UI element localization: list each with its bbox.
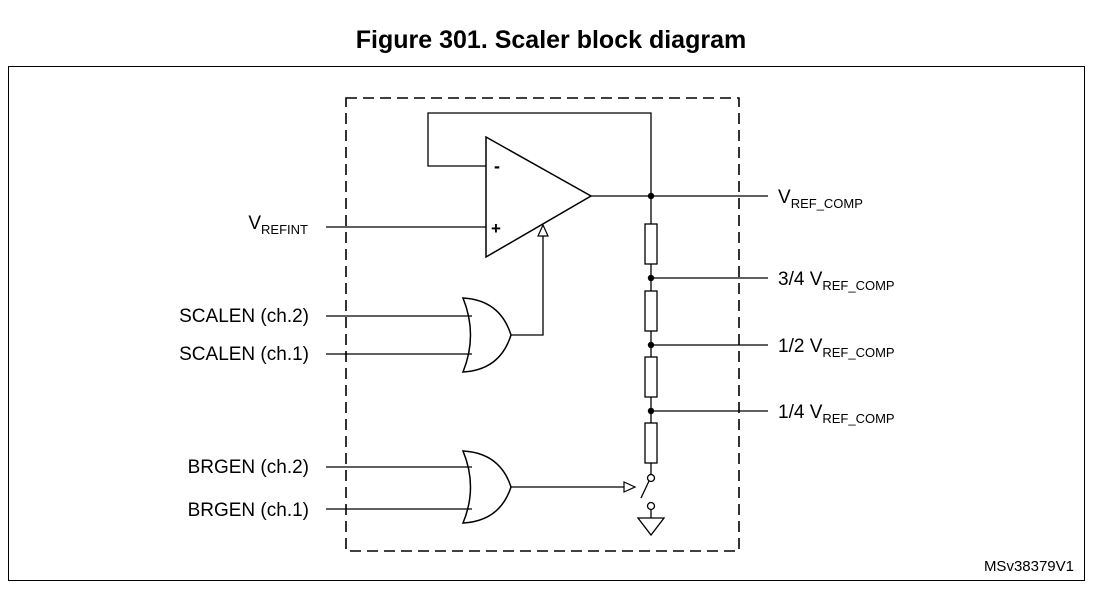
opamp-minus-sign: - bbox=[494, 156, 500, 176]
label-quarter-main: 1/4 V bbox=[778, 402, 823, 423]
label-half-main: 1/2 V bbox=[778, 336, 823, 357]
label-quarter-sub: REF_COMP bbox=[822, 411, 894, 426]
junction-dot bbox=[647, 341, 655, 349]
label-vrefint: VREFINT bbox=[248, 213, 308, 237]
label-brgen-ch1: BRGEN (ch.1) bbox=[188, 500, 309, 521]
scaler-boundary bbox=[345, 97, 740, 552]
opamp: - + bbox=[485, 135, 593, 259]
label-vref-comp-sub: REF_COMP bbox=[791, 196, 863, 211]
feedback-wire bbox=[427, 112, 652, 196]
bridge-switch bbox=[640, 473, 656, 511]
figure-title: Figure 301. Scaler block diagram bbox=[355, 26, 747, 54]
label-half-sub: REF_COMP bbox=[822, 345, 894, 360]
label-vrefint-sub: REFINT bbox=[261, 222, 308, 237]
resistor-ladder bbox=[644, 196, 658, 474]
resistor-2 bbox=[644, 290, 658, 332]
opamp-plus-sign: + bbox=[491, 219, 501, 238]
label-quarter-vref-comp: 1/4 VREF_COMP bbox=[778, 402, 895, 426]
ground-icon bbox=[636, 509, 666, 537]
label-vref-comp: VREF_COMP bbox=[778, 187, 863, 211]
figure-code: MSv38379V1 bbox=[984, 558, 1074, 575]
label-three-quarter-vref-comp: 3/4 VREF_COMP bbox=[778, 269, 895, 293]
arrow-right-icon bbox=[623, 481, 637, 493]
label-vref-comp-main: V bbox=[778, 187, 791, 208]
label-scalen-ch1: SCALEN (ch.1) bbox=[179, 344, 309, 365]
label-three-quarter-main: 3/4 V bbox=[778, 269, 823, 290]
label-scalen-ch2: SCALEN (ch.2) bbox=[179, 306, 309, 327]
scalen-enable-wire bbox=[511, 236, 544, 336]
or-gate-brgen bbox=[461, 450, 512, 524]
label-three-quarter-sub: REF_COMP bbox=[822, 278, 894, 293]
or-gate-scalen bbox=[461, 297, 512, 373]
junction-dot bbox=[647, 407, 655, 415]
junction-dot bbox=[647, 274, 655, 282]
figure-frame bbox=[8, 66, 1085, 581]
resistor-1 bbox=[644, 223, 658, 265]
label-vrefint-main: V bbox=[248, 213, 261, 234]
label-brgen-ch2: BRGEN (ch.2) bbox=[188, 457, 309, 478]
junction-dot bbox=[647, 192, 655, 200]
resistor-3 bbox=[644, 356, 658, 398]
label-half-vref-comp: 1/2 VREF_COMP bbox=[778, 336, 895, 360]
arrow-up-icon bbox=[537, 223, 549, 237]
resistor-4 bbox=[644, 422, 658, 464]
